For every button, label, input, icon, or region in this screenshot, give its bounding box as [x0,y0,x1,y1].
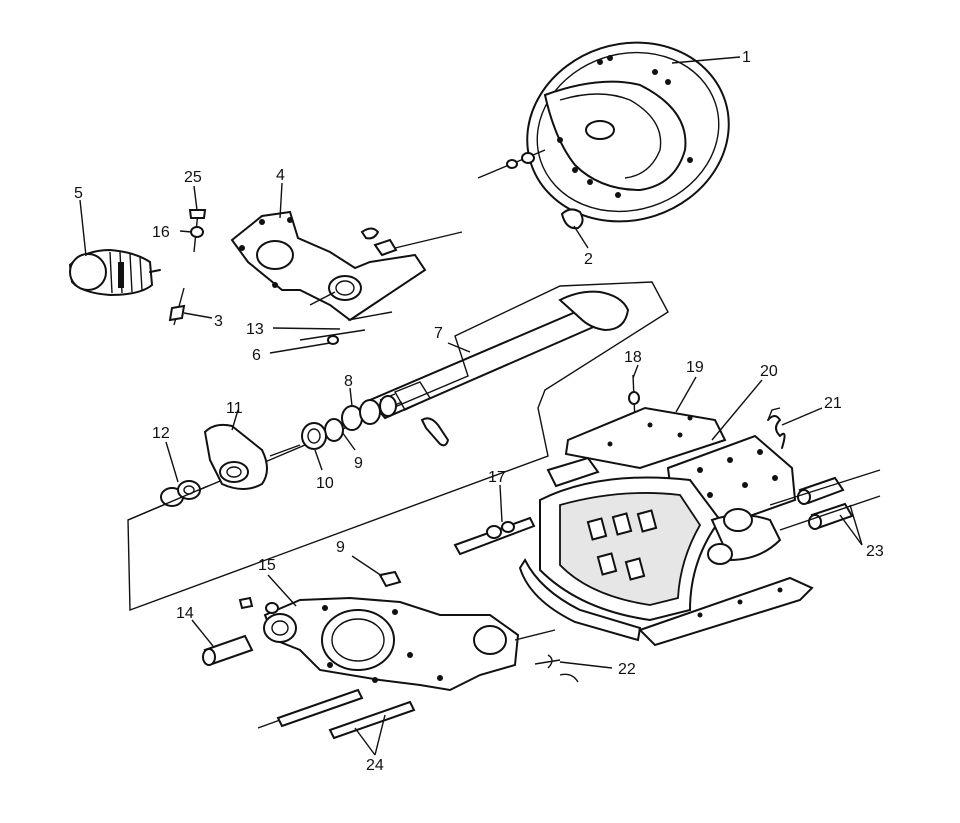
part-17-pin [453,516,536,556]
part-1-backing-plate [477,41,730,223]
part-spring-pin [420,417,450,447]
label-3: 3 [214,313,223,330]
label-17: 17 [488,469,506,486]
part-14-bushing [202,634,254,666]
part-8-9-10-bushings [301,395,397,450]
part-23-rollers [769,469,881,531]
part-16-25-washers [188,209,207,253]
label-12: 12 [152,425,170,442]
label-20: 20 [760,363,778,380]
label-19: 19 [686,359,704,376]
label-9-lower: 9 [336,539,345,556]
part-21-spring [767,407,786,449]
part-3-bolt [168,287,186,326]
label-21: 21 [824,395,842,412]
part-11-slack-adjuster [203,423,301,490]
label-14: 14 [176,605,194,622]
label-2: 2 [584,251,593,268]
part-number-labels: 1 2 3 4 5 6 7 8 9 9 10 11 12 13 14 15 16… [74,49,884,774]
label-8: 8 [344,373,353,390]
label-11: 11 [226,400,243,417]
part-22-pin [534,654,579,683]
label-15: 15 [258,557,276,574]
leader-lines [79,56,863,756]
part-9-nut [378,570,402,588]
label-25: 25 [184,169,202,186]
label-13: 13 [246,321,264,338]
label-9-upper: 9 [354,455,363,472]
part-24-anchor-pins [257,688,416,740]
label-10: 10 [316,475,334,492]
label-18: 18 [624,349,642,366]
part-5-brake-chamber [68,248,161,297]
brake-shoe-assembly [518,456,814,647]
assembly-frame [127,281,669,611]
part-18-bolt [628,374,640,446]
part-4-bracket [230,210,463,322]
label-24: 24 [366,757,384,774]
part-2-plug [560,208,584,230]
label-6: 6 [252,347,261,364]
part-12-washers [127,480,209,521]
label-23: 23 [866,543,884,560]
label-7: 7 [434,325,443,342]
label-22: 22 [618,661,636,678]
part-19-lining [564,406,727,470]
label-4: 4 [276,167,285,184]
label-5: 5 [74,185,83,202]
part-6-13-fasteners [299,329,366,345]
label-1: 1 [742,49,751,66]
part-15-spider [238,596,556,692]
label-16: 16 [152,224,170,241]
